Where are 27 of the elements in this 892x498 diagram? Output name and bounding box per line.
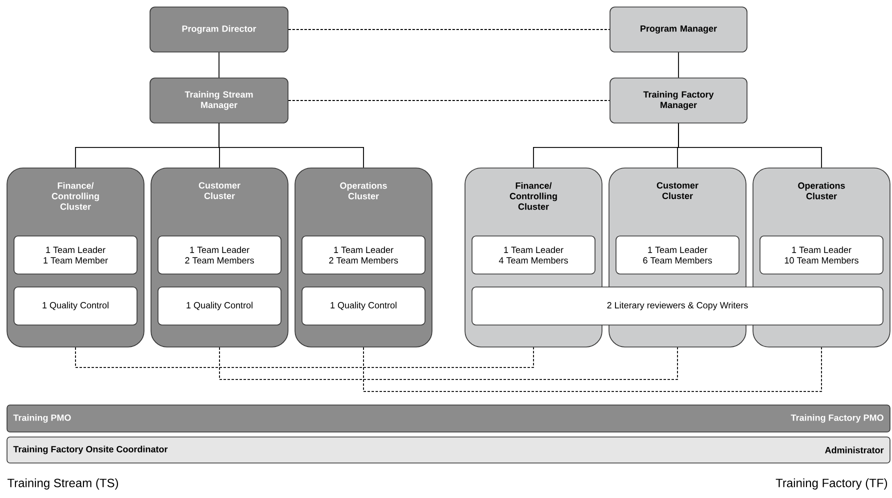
connector-line [219, 346, 678, 380]
role-box: Program Manager [610, 6, 748, 52]
connector-line [75, 346, 534, 368]
staff-box: 1 Quality Control [302, 286, 426, 326]
connector-line [218, 52, 220, 78]
region-label: Training Factory (TF) [776, 478, 888, 490]
staff-box: 1 Team Leader 2 Team Members [158, 236, 282, 274]
connector-line [288, 100, 610, 101]
connector-line [218, 122, 364, 168]
office-band: Training Factory Onsite Coordinator Administrator [6, 436, 890, 464]
role-box: Training Stream Manager [150, 78, 288, 124]
staff-box: 1 Team Leader 6 Team Members [616, 236, 740, 274]
staff-box: 1 Team Leader 1 Team Member [14, 236, 138, 274]
region-label: Training Stream (TS) [7, 478, 118, 490]
office-band: Training PMO Training Factory PMO [6, 404, 890, 432]
role-box: Training Factory Manager [610, 78, 748, 124]
staff-box: 1 Team Leader 4 Team Members [472, 236, 596, 274]
role-box: Program Director [150, 6, 288, 52]
connector-line [288, 29, 610, 30]
connector-line [363, 346, 822, 392]
connector-line [678, 52, 679, 78]
staff-box: 1 Quality Control [158, 286, 282, 326]
connector-line [678, 122, 822, 168]
staff-box: 1 Quality Control [14, 286, 138, 326]
staff-box: 1 Team Leader 2 Team Members [302, 236, 426, 274]
staff-box: 2 Literary reviewers & Copy Writers [472, 286, 884, 326]
staff-box: 1 Team Leader 10 Team Members [760, 236, 884, 274]
